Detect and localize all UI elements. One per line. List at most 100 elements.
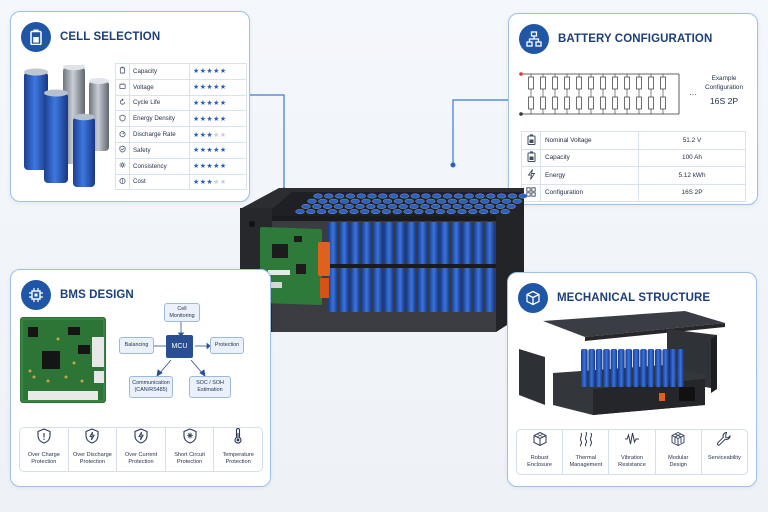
star-filled-icon: ★ <box>193 99 200 107</box>
criteria-rating: ★★★★★ <box>189 110 247 128</box>
feature-label-line2: Protection <box>176 459 203 465</box>
criteria-row: Consistency★★★★★ <box>115 157 247 175</box>
star-filled-icon: ★ <box>219 68 227 76</box>
star-empty-icon: ★ <box>219 178 227 186</box>
capacity-icon <box>115 63 130 80</box>
communication-line2: (CAN/RS485) <box>134 387 168 393</box>
battery-configuration-title: BATTERY CONFIGURATION <box>558 33 713 45</box>
protection-block: Protection <box>210 337 244 354</box>
mcu-block: MCU <box>166 335 193 358</box>
feature-label-line1: Short Circuit <box>174 452 205 458</box>
feature-label-line1: Temperature <box>222 452 254 458</box>
criteria-row: Safety★★★★★ <box>115 141 247 159</box>
criteria-label: Energy Density <box>129 110 190 128</box>
feature-label-line2: Protection <box>225 459 251 465</box>
criteria-row: Voltage★★★★★ <box>115 78 247 96</box>
star-filled-icon: ★ <box>213 147 220 155</box>
criteria-rating: ★★★★★ <box>189 157 247 175</box>
star-filled-icon: ★ <box>206 115 214 123</box>
battery-configuration-panel: BATTERY CONFIGURATION ··· Example Config… <box>508 13 758 205</box>
cell-monitoring-block: Cell Monitoring <box>164 303 200 322</box>
star-filled-icon: ★ <box>206 131 214 139</box>
feature-label-line1: Over Discharge <box>72 452 112 458</box>
cell-criteria-table: Capacity★★★★★Voltage★★★★★Cycle Life★★★★★… <box>115 63 247 191</box>
protection-label: Protection <box>214 342 240 348</box>
cell-selection-panel: CELL SELECTION Capacity★★★★★Voltage★★★★★… <box>10 11 250 202</box>
vibration-icon <box>624 431 640 455</box>
cycle-life-icon <box>115 94 130 112</box>
criteria-label: Consistency <box>129 157 190 175</box>
spec-label: Energy <box>540 166 639 185</box>
feature-label-line1: Modular <box>668 455 689 461</box>
soc-line1: SOC / SOH <box>196 380 224 386</box>
cost-icon <box>115 173 130 191</box>
bms-design-header: BMS DESIGN <box>21 280 134 310</box>
spec-value: 5.12 kWh <box>638 166 746 185</box>
spec-label: Configuration <box>540 183 639 202</box>
chip-icon <box>21 280 51 310</box>
star-filled-icon: ★ <box>219 115 227 123</box>
criteria-row: Capacity★★★★★ <box>115 63 247 80</box>
criteria-label: Safety <box>129 141 190 159</box>
cell-selection-title: CELL SELECTION <box>60 31 161 43</box>
criteria-label: Capacity <box>129 63 190 80</box>
soc-soh-block: SOC / SOH Estimation <box>189 376 231 398</box>
feature-label-line1: Over Current <box>124 452 158 458</box>
modular-icon <box>670 431 686 455</box>
feature-label-line1: Thermal <box>575 455 597 461</box>
example-configuration: Example Configuration 16S 2P <box>705 74 743 106</box>
star-filled-icon: ★ <box>206 147 214 155</box>
star-filled-icon: ★ <box>199 99 207 107</box>
criteria-rating: ★★★★★ <box>189 63 247 80</box>
criteria-label: Cost <box>129 173 190 191</box>
star-filled-icon: ★ <box>206 163 214 171</box>
example-label-line1: Example <box>711 75 737 82</box>
cell-monitoring-line1: Cell <box>177 305 187 312</box>
feature-label-line2: Protection <box>31 459 57 465</box>
star-filled-icon: ★ <box>193 84 200 92</box>
star-filled-icon: ★ <box>213 163 220 171</box>
star-filled-icon: ★ <box>213 99 220 107</box>
star-filled-icon: ★ <box>193 131 200 139</box>
mechanical-structure-header: MECHANICAL STRUCTURE <box>518 283 710 313</box>
feature-label-line1: Vibration <box>621 455 643 461</box>
star-filled-icon: ★ <box>206 178 214 186</box>
criteria-label: Cycle Life <box>129 94 190 112</box>
star-filled-icon: ★ <box>213 68 220 76</box>
feature-label-line1: Serviceability <box>707 455 741 461</box>
spec-value: 100 Ah <box>638 148 746 167</box>
star-empty-icon: ★ <box>213 131 220 139</box>
criteria-rating: ★★★★★ <box>189 126 247 143</box>
spark-shield-icon <box>183 428 197 452</box>
mechanical-structure-title: MECHANICAL STRUCTURE <box>557 292 711 304</box>
communication-block: Communication (CAN/RS485) <box>129 376 173 398</box>
cylindrical-cells-image <box>24 65 109 187</box>
mcu-label: MCU <box>171 343 188 350</box>
star-filled-icon: ★ <box>193 163 200 171</box>
cell-monitoring-line2: Monitoring <box>169 312 195 319</box>
star-filled-icon: ★ <box>199 147 207 155</box>
star-filled-icon: ★ <box>199 68 207 76</box>
thermometer-icon <box>232 428 244 452</box>
feature-label-line1: Over Charge <box>27 452 60 458</box>
series-parallel-diagram: ··· <box>519 72 697 116</box>
soc-line2: Estimation <box>197 387 223 393</box>
star-filled-icon: ★ <box>219 84 227 92</box>
cube-icon <box>532 431 548 455</box>
feature-label-line2: Enclosure <box>527 462 553 468</box>
wrench-icon <box>716 431 732 455</box>
svg-text:···: ··· <box>689 90 697 99</box>
feature-label-line2: Management <box>569 462 603 468</box>
star-empty-icon: ★ <box>213 178 220 186</box>
